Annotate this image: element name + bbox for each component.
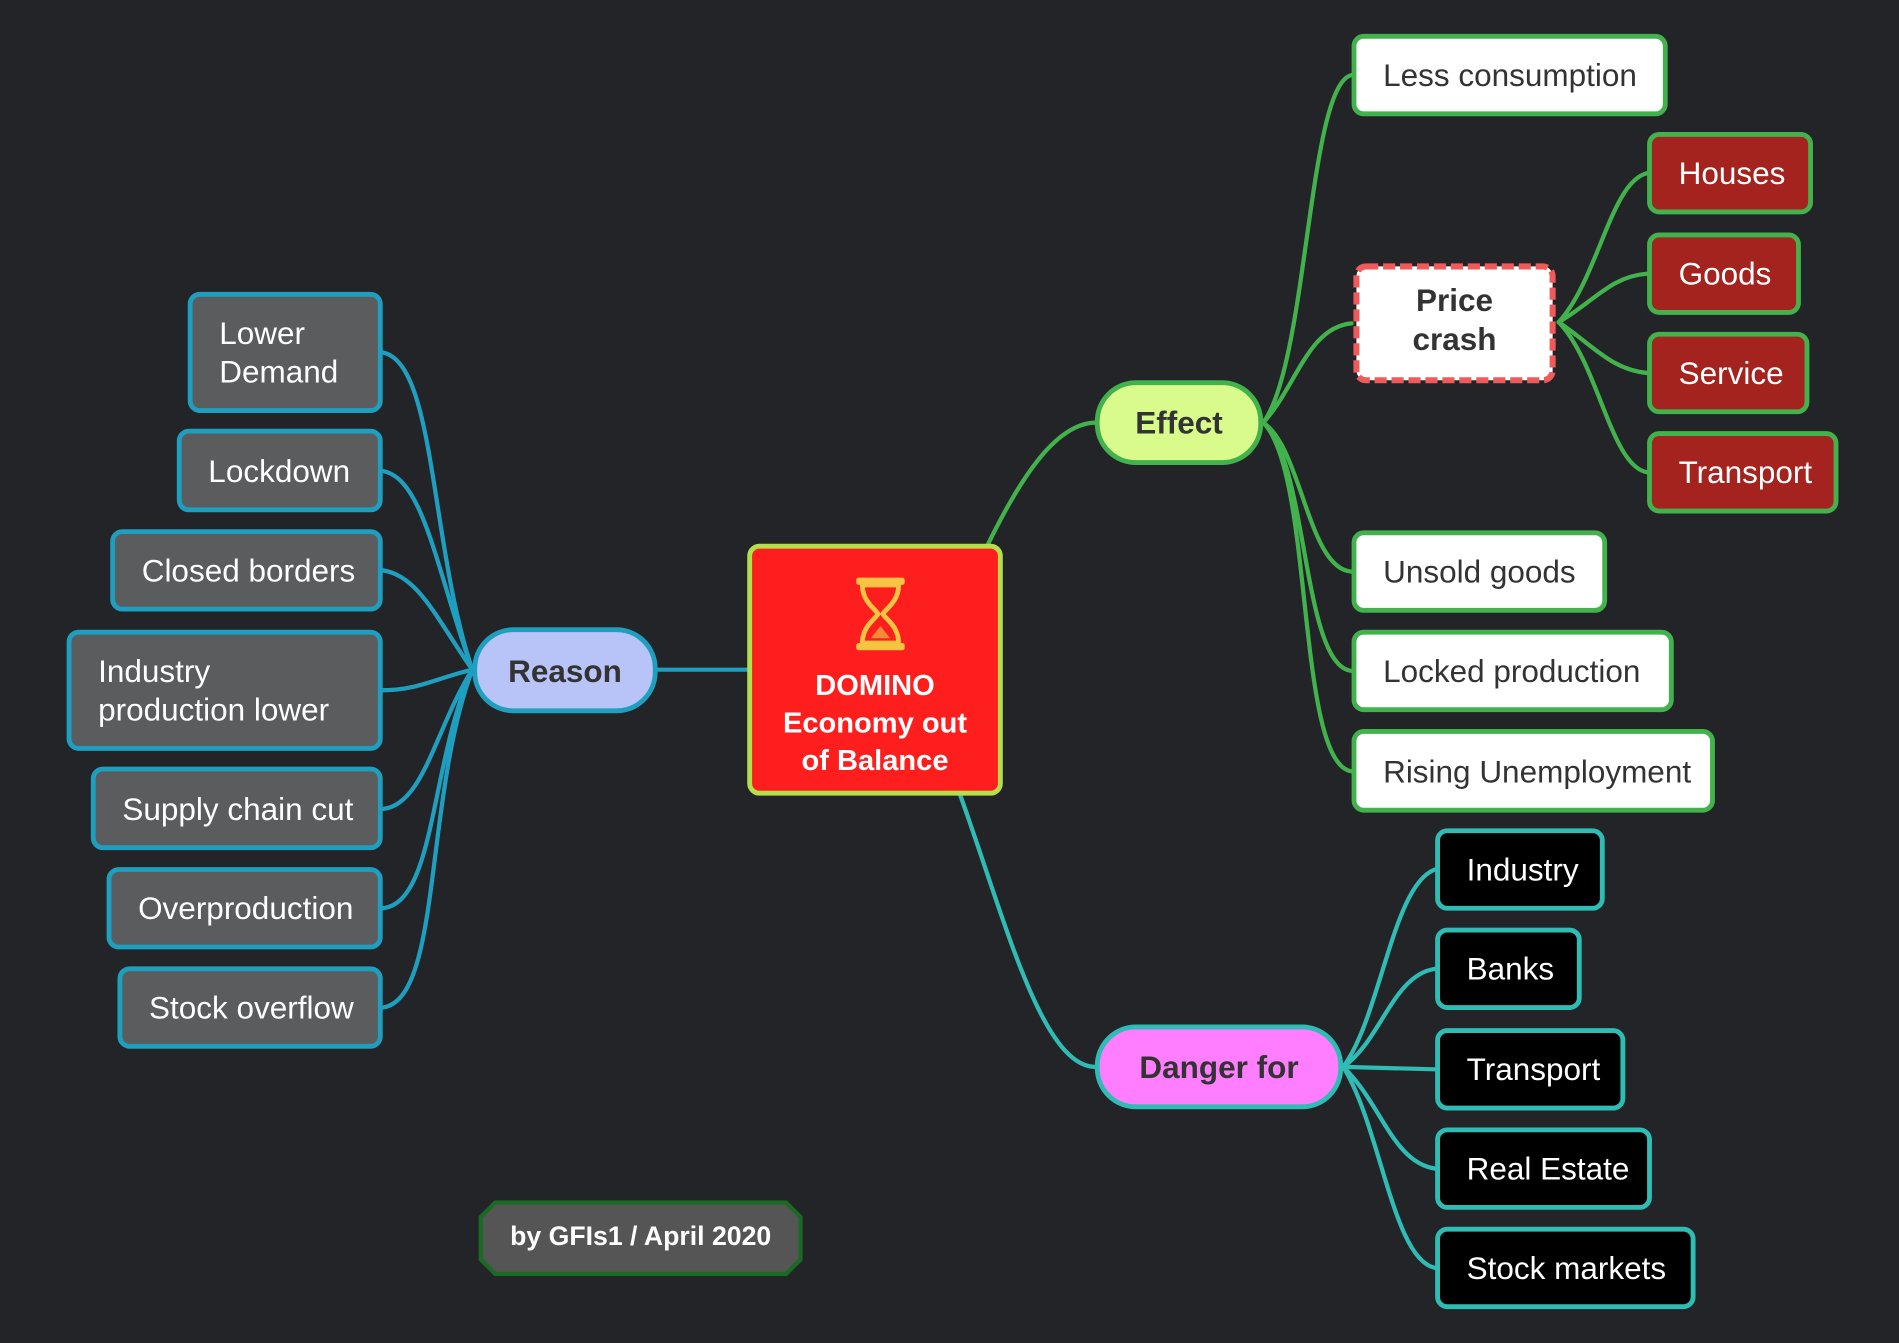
- reason-item-label: Industry production lower: [98, 652, 330, 728]
- price-crash-item-label: Service: [1678, 354, 1784, 392]
- reason-item[interactable]: Supply chain cut: [90, 766, 383, 851]
- price-crash-item-label: Transport: [1678, 454, 1813, 491]
- effect-item-label: Rising Unemployment: [1383, 752, 1692, 789]
- link-effect-price-crash: [1261, 321, 1354, 425]
- link-price-service: [1556, 320, 1650, 376]
- danger-item[interactable]: Banks: [1435, 927, 1582, 1010]
- effect-item-label: Locked production: [1383, 652, 1641, 690]
- link-danger-banks: [1340, 966, 1438, 1070]
- danger-item[interactable]: Transport: [1435, 1028, 1626, 1111]
- credit-label-box[interactable]: by GFIs1 / April 2020: [478, 1200, 803, 1277]
- hourglass-icon: [856, 577, 905, 651]
- link-price-houses: [1556, 171, 1650, 325]
- effect-item[interactable]: Unsold goods: [1351, 530, 1608, 613]
- link-danger-industry: [1340, 867, 1438, 1070]
- price-crash-item-label: Houses: [1678, 155, 1786, 192]
- effect-item[interactable]: Locked production: [1351, 629, 1674, 713]
- danger-item[interactable]: Stock markets: [1435, 1226, 1696, 1310]
- danger-item[interactable]: Industry: [1435, 828, 1605, 911]
- central-title: DOMINO Economy out of Balance: [782, 669, 968, 778]
- central-topic[interactable]: DOMINO Economy out of Balance: [747, 543, 1003, 796]
- credit-text: by GFIs1 / April 2020: [510, 1220, 772, 1251]
- link-reason-closed-borders: [380, 568, 475, 672]
- link-reason-lockdown: [380, 468, 475, 672]
- effect-item[interactable]: Less consumption: [1351, 33, 1668, 117]
- link-effect-less-consumption: [1261, 72, 1354, 425]
- price-crash-node[interactable]: Price crash: [1347, 254, 1563, 390]
- reason-item[interactable]: Overproduction: [106, 867, 383, 950]
- link-central-danger: [958, 793, 1097, 1070]
- link-danger-stock-markets: [1340, 1064, 1438, 1271]
- price-crash-border: [1353, 263, 1556, 384]
- link-central-effect: [986, 420, 1097, 546]
- reason-item-label: Stock overflow: [148, 989, 354, 1026]
- link-reason-stock-overflow: [380, 667, 475, 1010]
- reason-item[interactable]: Lockdown: [176, 428, 383, 513]
- link-danger-real-estate: [1340, 1064, 1438, 1171]
- link-effect-rising-unemployment: [1261, 420, 1354, 774]
- link-reason-lower-demand: [380, 350, 475, 672]
- danger-item-label: Industry: [1466, 851, 1579, 888]
- link-danger-transport: [1340, 1064, 1438, 1072]
- reason-item[interactable]: Stock overflow: [117, 966, 383, 1049]
- effect-item-label: Less consumption: [1383, 56, 1637, 94]
- danger-item-label: Transport: [1466, 1051, 1601, 1088]
- reason-item[interactable]: Closed borders: [110, 529, 383, 612]
- danger-item-label: Real Estate: [1466, 1150, 1630, 1187]
- price-crash-item[interactable]: Goods: [1647, 232, 1801, 315]
- reason-item-label: Lower Demand: [219, 314, 339, 390]
- link-reason-overproduction: [380, 667, 475, 911]
- link-price-goods: [1556, 271, 1650, 325]
- effect-item[interactable]: Rising Unemployment: [1351, 729, 1715, 813]
- link-reason-industry: [380, 667, 475, 693]
- reason-item[interactable]: Lower Demand: [187, 291, 383, 413]
- branch-reason[interactable]: Reason: [472, 627, 658, 714]
- branch-effect-label: Effect: [1135, 404, 1223, 441]
- danger-item[interactable]: Real Estate: [1435, 1127, 1652, 1210]
- branch-reason-label: Reason: [508, 652, 622, 689]
- price-crash-item[interactable]: Houses: [1647, 131, 1814, 215]
- danger-item-label: Banks: [1466, 950, 1555, 987]
- branch-danger-for[interactable]: Danger for: [1094, 1024, 1344, 1110]
- price-crash-item-label: Goods: [1678, 255, 1772, 292]
- reason-item-label: Lockdown: [208, 452, 351, 489]
- danger-item-label: Stock markets: [1466, 1249, 1667, 1287]
- link-reason-supply-chain: [380, 667, 475, 812]
- branch-danger-label: Danger for: [1139, 1048, 1299, 1086]
- price-crash-item[interactable]: Service: [1647, 331, 1810, 415]
- effect-item-label: Unsold goods: [1383, 553, 1576, 590]
- link-price-transport: [1556, 320, 1650, 475]
- reason-item-label: Supply chain cut: [122, 790, 354, 827]
- price-crash-label: Price crash: [1412, 282, 1497, 358]
- reason-item-label: Closed borders: [141, 552, 356, 589]
- price-crash-item[interactable]: Transport: [1647, 431, 1839, 514]
- reason-item-label: Overproduction: [138, 890, 354, 927]
- reason-item[interactable]: Industry production lower: [66, 629, 383, 751]
- credit-octagon: [478, 1200, 803, 1277]
- branch-effect[interactable]: Effect: [1094, 380, 1264, 466]
